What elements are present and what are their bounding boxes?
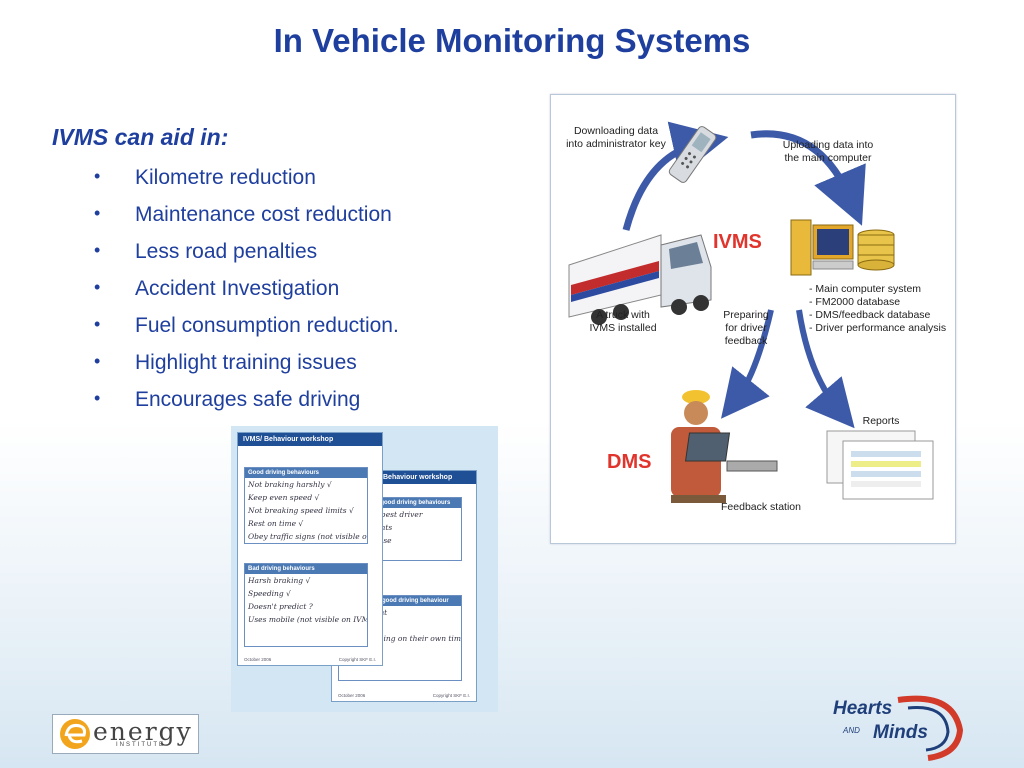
good-behaviours-section: Good driving behaviours Not braking hars… (244, 467, 368, 544)
feedback-station-label: Feedback station (721, 501, 801, 513)
bullet-item: Fuel consumption reduction. (94, 314, 399, 351)
handwritten-line: Speeding √ (248, 589, 291, 598)
intro-heading: IVMS can aid in: (52, 124, 229, 150)
institute-word: INSTITUTE (116, 742, 165, 748)
minds-word: Minds (873, 722, 928, 743)
systems-list: - Main computer system- FM2000 database … (809, 283, 947, 334)
bullet-item: Kilometre reduction (94, 166, 399, 203)
bullet-item: Maintenance cost reduction (94, 203, 399, 240)
and-word: AND (843, 726, 860, 735)
handwritten-line: Obey traffic signs (not visible on IVMS) (248, 532, 367, 541)
reports-label: Reports (862, 415, 900, 427)
bullet-item: Accident Investigation (94, 277, 399, 314)
reports-icon (826, 430, 934, 500)
energy-institute-logo: energy INSTITUTE (52, 714, 199, 754)
handwritten-line: Doesn't predict ? (248, 602, 313, 611)
bad-behaviours-section: Bad driving behaviours Harsh braking √ S… (244, 563, 368, 647)
arrow-computer-to-dms (721, 309, 774, 419)
hearts-word: Hearts (833, 698, 893, 719)
section-title: Bad driving behaviours (245, 564, 367, 574)
handwritten-line: Uses mobile (not visible on IVMS) (248, 615, 367, 624)
database-icon (857, 229, 895, 271)
workshop-cards: IVMS/ Behaviour workshop Encouraging goo… (231, 426, 498, 712)
handwritten-line: Extra training on their own time (342, 634, 461, 643)
energy-word: energy (93, 717, 193, 746)
arrow-key-to-computer (750, 130, 866, 226)
administrator-key-icon (668, 126, 717, 183)
bullet-item: Highlight training issues (94, 351, 399, 388)
handwritten-line: Not braking harshly √ (248, 480, 332, 489)
workshop-card-front: IVMS/ Behaviour workshop Good driving be… (237, 432, 383, 666)
dms-label: DMS (607, 451, 652, 473)
handwritten-line: Keep even speed √ (248, 493, 320, 502)
section-title: Encouraging good driving behaviours (339, 498, 461, 508)
slide-title: In Vehicle Monitoring Systems (273, 22, 751, 59)
arrow-computer-to-reports (796, 309, 855, 429)
feedback-station-icon (671, 390, 778, 503)
section-title: Good driving behaviours (245, 468, 367, 478)
bullet-item: Less road penalties (94, 240, 399, 277)
bullet-item: Encourages safe driving (94, 388, 399, 425)
section-title: Discouraging good driving behaviour (339, 596, 461, 606)
energy-e-icon (60, 719, 90, 749)
main-computer-icon (790, 219, 854, 276)
diagram-graphics (568, 121, 934, 503)
handwritten-line: Not breaking speed limits √ (248, 506, 354, 515)
handwritten-line: Harsh braking √ (248, 576, 311, 585)
ivms-label: IVMS (713, 231, 762, 253)
hearts-minds-swoosh-icon (897, 695, 964, 761)
truck-icon (568, 234, 712, 325)
benefits-list: Kilometre reduction Maintenance cost red… (94, 166, 399, 425)
handwritten-line: Rest on time √ (248, 519, 304, 528)
hearts-and-minds-logo: Hearts AND Minds (828, 692, 968, 762)
card-header: IVMS/ Behaviour workshop (238, 433, 382, 446)
